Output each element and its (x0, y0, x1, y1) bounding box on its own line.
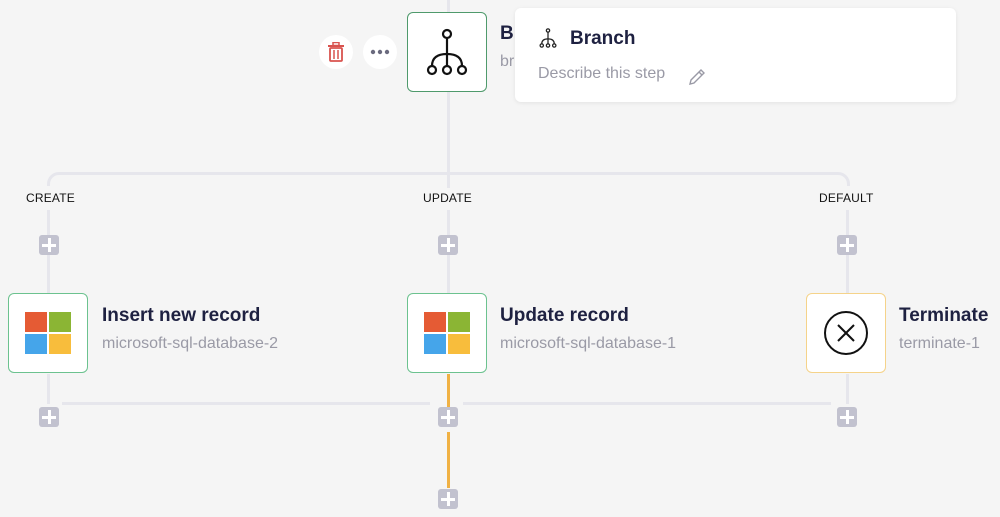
connector-update-2 (447, 255, 450, 295)
update-record-step-subtitle: microsoft-sql-database-1 (500, 335, 677, 352)
update-record-step-title: Update record (500, 305, 629, 326)
connector-default-2 (846, 255, 849, 295)
branch-icon (426, 28, 468, 76)
connector-active-2 (447, 432, 450, 488)
connector-corner-right (836, 172, 850, 186)
connector-default-merge (846, 374, 849, 404)
connector-create-merge (47, 374, 50, 404)
branch-step-node[interactable] (407, 12, 487, 92)
add-step-button-update-top[interactable] (438, 235, 458, 255)
connector-merge-right (463, 402, 831, 405)
insert-record-step-subtitle: microsoft-sql-database-2 (102, 335, 279, 352)
trash-icon (328, 42, 344, 62)
branch-label-update: UPDATE (423, 191, 472, 205)
step-details-popover: Branch Describe this step (515, 8, 956, 102)
terminate-step-subtitle: terminate-1 (899, 335, 980, 352)
add-step-button-after-branch[interactable] (438, 489, 458, 509)
branch-step-title: B (500, 23, 514, 44)
add-step-button-default-top[interactable] (837, 235, 857, 255)
connector-top (447, 0, 450, 12)
step-description-field[interactable]: Describe this step (538, 65, 666, 82)
add-step-button-create-top[interactable] (39, 235, 59, 255)
terminate-x-icon (824, 311, 868, 355)
branch-label-default: DEFAULT (819, 191, 874, 205)
microsoft-logo-icon (423, 312, 471, 354)
connector-active-1 (447, 374, 450, 408)
terminate-step-title: Terminate (899, 305, 989, 326)
connector-default-1 (846, 210, 849, 235)
pencil-icon[interactable] (687, 67, 707, 87)
add-step-button-default-bottom[interactable] (837, 407, 857, 427)
connector-create-1 (47, 210, 50, 235)
add-step-button-create-bottom[interactable] (39, 407, 59, 427)
update-record-step-node[interactable] (407, 293, 487, 373)
branch-step-subtitle: br (500, 53, 515, 70)
insert-record-step-node[interactable] (8, 293, 88, 373)
branch-label-create: CREATE (26, 191, 75, 205)
connector-create-2 (47, 255, 50, 295)
microsoft-logo-icon (24, 312, 72, 354)
connector-corner-left (47, 172, 61, 186)
insert-record-step-title: Insert new record (102, 305, 261, 326)
more-options-button[interactable] (363, 35, 397, 69)
connector-branch-trunk (447, 92, 450, 172)
terminate-step-node[interactable] (806, 293, 886, 373)
connector-merge-left (62, 402, 430, 405)
popover-title: Branch (570, 28, 636, 49)
connector-update-1 (447, 210, 450, 235)
add-step-button-update-bottom[interactable] (438, 407, 458, 427)
connector-update-down (447, 172, 450, 188)
branch-icon (539, 28, 557, 48)
ellipsis-icon (370, 49, 390, 55)
delete-step-button[interactable] (319, 35, 353, 69)
